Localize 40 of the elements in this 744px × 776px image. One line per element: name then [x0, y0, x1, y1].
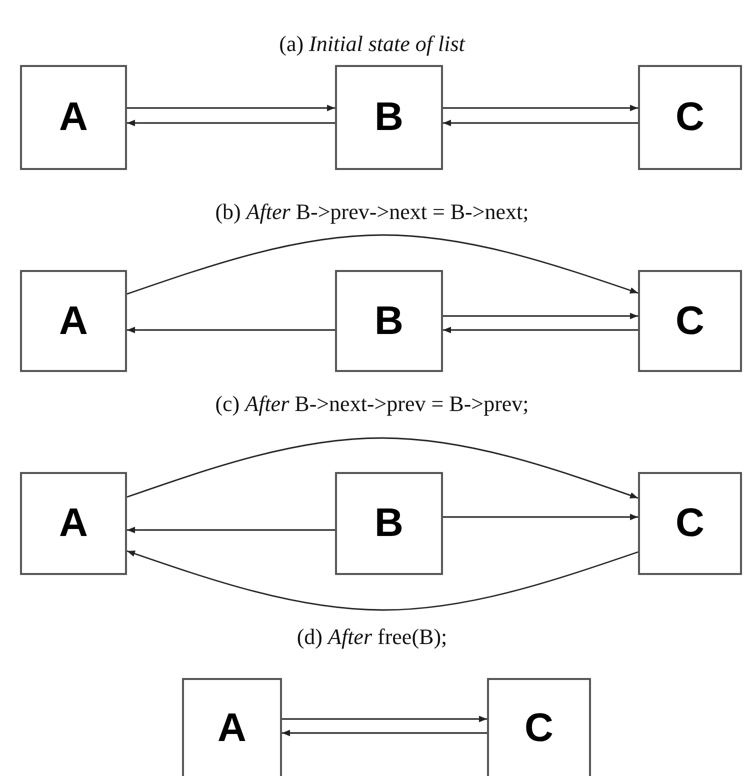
list-node-box [20, 270, 127, 372]
node-label: B [374, 298, 404, 344]
node-label: C [676, 298, 704, 344]
arrow [127, 326, 335, 334]
node-label: C [524, 706, 554, 750]
list-node-box [638, 270, 742, 372]
panel-caption: (c) After B->next->prev = B->prev; [215, 391, 529, 417]
node-label: B [374, 501, 404, 546]
list-node-box [20, 472, 127, 575]
panel-caption: (d) After free(B); [296, 624, 448, 650]
list-node-box [335, 65, 443, 170]
arrow [443, 514, 638, 520]
node-label: B [374, 95, 404, 140]
arrow [127, 104, 335, 112]
list-node-box [335, 270, 443, 372]
list-node-box [487, 678, 591, 776]
list-node-box [182, 678, 282, 776]
arrow [282, 730, 487, 736]
arrow [127, 526, 335, 534]
arrow [127, 120, 335, 126]
list-node-box [638, 472, 742, 575]
arrow [126, 550, 638, 611]
node-label: A [59, 298, 88, 344]
arrow [443, 104, 638, 112]
node-label: C [676, 95, 704, 140]
node-label: C [676, 501, 704, 546]
arrow [126, 437, 638, 499]
panel-caption: (b) After B->prev->next = B->next; [215, 199, 529, 225]
node-label: A [59, 501, 88, 546]
panel-caption: (a) Initial state of list [279, 31, 465, 57]
list-node-box [20, 65, 127, 170]
node-label: A [59, 95, 88, 140]
arrow [443, 312, 638, 320]
list-node-box [335, 472, 443, 575]
list-node-box [638, 65, 742, 170]
arrow [126, 234, 638, 295]
arrow [443, 120, 638, 126]
arrow [443, 326, 638, 334]
node-label: A [218, 706, 246, 750]
arrow [282, 716, 487, 722]
